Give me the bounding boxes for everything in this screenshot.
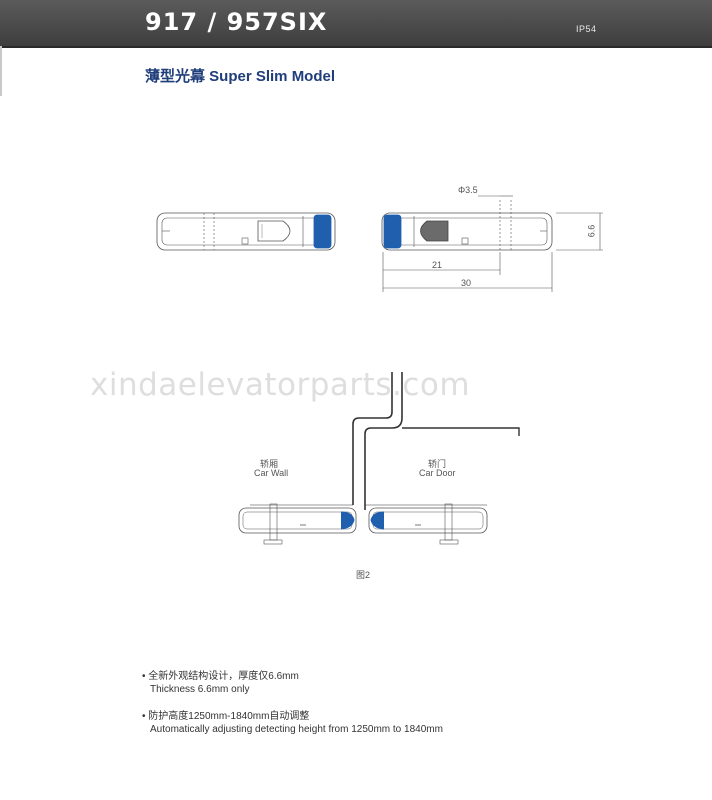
figure-caption: 图2 (356, 570, 371, 580)
model-title: 917 / 957SIX (145, 8, 328, 36)
ip-rating-badge: IP54 (576, 24, 597, 34)
note-thickness: • 全新外观结构设计，厚度仅6.6mm Thickness 6.6mm only (142, 670, 443, 696)
dimension-lines (382, 195, 603, 292)
note-en: Automatically adjusting detecting height… (150, 724, 443, 735)
car-door-label-cn: 轿门 (428, 459, 447, 469)
left-rule (0, 46, 2, 96)
page-header: 917 / 957SIX IP54 (0, 0, 712, 48)
profile-left (156, 212, 336, 251)
inner-depth-label: 21 (432, 260, 443, 270)
car-door-profile (368, 503, 488, 545)
profile-right (381, 200, 553, 251)
diameter-label: Φ3.5 (458, 185, 478, 195)
car-door-label-en: Car Door (419, 468, 456, 478)
note-cn: • 防护高度1250mm-1840mm自动调整 (142, 711, 310, 722)
note-height: • 防护高度1250mm-1840mm自动调整 Automatically ad… (142, 710, 443, 736)
car-wall-label-en: Car Wall (254, 468, 289, 478)
watermark: xindaelevatorparts.com (90, 367, 471, 403)
car-wall-label-cn: 轿厢 (260, 459, 279, 469)
feature-notes: • 全新外观结构设计，厚度仅6.6mm Thickness 6.6mm only… (142, 670, 443, 750)
car-wall-profile (238, 503, 357, 545)
note-cn: • 全新外观结构设计，厚度仅6.6mm (142, 671, 299, 682)
outer-depth-label: 30 (461, 278, 472, 288)
section-title: 薄型光幕 Super Slim Model (145, 68, 336, 85)
note-en: Thickness 6.6mm only (150, 684, 250, 695)
door-outline (250, 372, 520, 510)
thickness-label: 6.6 (586, 224, 597, 238)
